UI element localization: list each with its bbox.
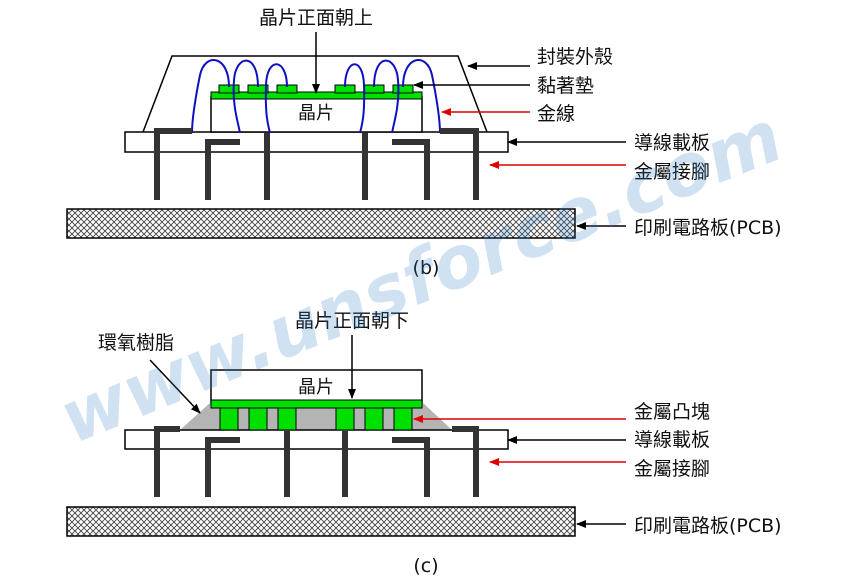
- metal-bump: [277, 407, 297, 431]
- metal-pins-label: 金屬接腳: [634, 458, 710, 480]
- metal-pin: [452, 426, 479, 497]
- lead-frame-label: 導線載板: [634, 429, 710, 451]
- metal-bump: [364, 407, 384, 431]
- gold-wire: [402, 59, 441, 134]
- gold-wire: [373, 59, 400, 134]
- lead-frame-label: 導線載板: [634, 132, 710, 154]
- metal-bump: [393, 407, 413, 431]
- gold-wire: [232, 59, 259, 134]
- chip-face-up-label: 晶片正面朝上: [259, 7, 373, 29]
- metal-pin: [154, 128, 192, 200]
- gold-wire: [344, 63, 366, 134]
- diagram-b: 晶片: [66, 7, 782, 279]
- package-label: 封裝外殼: [537, 46, 613, 68]
- chip-label: 晶片: [298, 377, 334, 398]
- metal-pin: [440, 128, 479, 200]
- metal-bump: [248, 407, 268, 431]
- metal-bump: [335, 407, 355, 431]
- epoxy-arrow: [149, 359, 201, 414]
- metal-bump: [219, 407, 239, 431]
- metal-pin: [392, 139, 430, 200]
- metal-pin: [154, 426, 180, 497]
- metal-pin: [205, 437, 240, 497]
- caption-b: (b): [413, 257, 440, 279]
- metal-bumps: [219, 407, 413, 431]
- chip-face-down-label: 晶片正面朝下: [295, 310, 409, 332]
- pcb-label: 印刷電路板(PCB): [634, 217, 782, 239]
- diagram-c: 晶片 晶片正面朝下 環氧樹脂 金屬: [66, 310, 782, 577]
- pcb-board: [66, 208, 576, 239]
- metal-pins-label: 金屬接腳: [634, 161, 710, 183]
- adhesive-pad-label: 黏著墊: [537, 75, 594, 97]
- metal-bumps-label: 金屬凸塊: [634, 401, 710, 423]
- caption-c: (c): [413, 555, 438, 577]
- chip-body: [210, 96, 423, 133]
- lead-frame-board: [124, 429, 509, 450]
- epoxy-fill: [180, 402, 452, 430]
- adhesive-strip: [210, 91, 423, 100]
- lead-frame-board: [124, 131, 509, 153]
- pcb-board: [66, 506, 576, 537]
- gold-wire-label: 金線: [537, 103, 575, 125]
- gold-wire: [264, 63, 288, 134]
- epoxy-label: 環氧樹脂: [98, 332, 174, 354]
- metal-pin: [392, 437, 430, 497]
- chip-body: [210, 369, 423, 403]
- chip-label: 晶片: [298, 103, 334, 124]
- metal-pins: [154, 426, 479, 497]
- metal-pin: [205, 139, 240, 200]
- pcb-label: 印刷電路板(PCB): [634, 515, 782, 537]
- metal-pins: [154, 128, 479, 200]
- chip-pad-strip: [210, 399, 423, 409]
- gold-wires: [191, 59, 441, 134]
- gold-wire: [191, 59, 230, 134]
